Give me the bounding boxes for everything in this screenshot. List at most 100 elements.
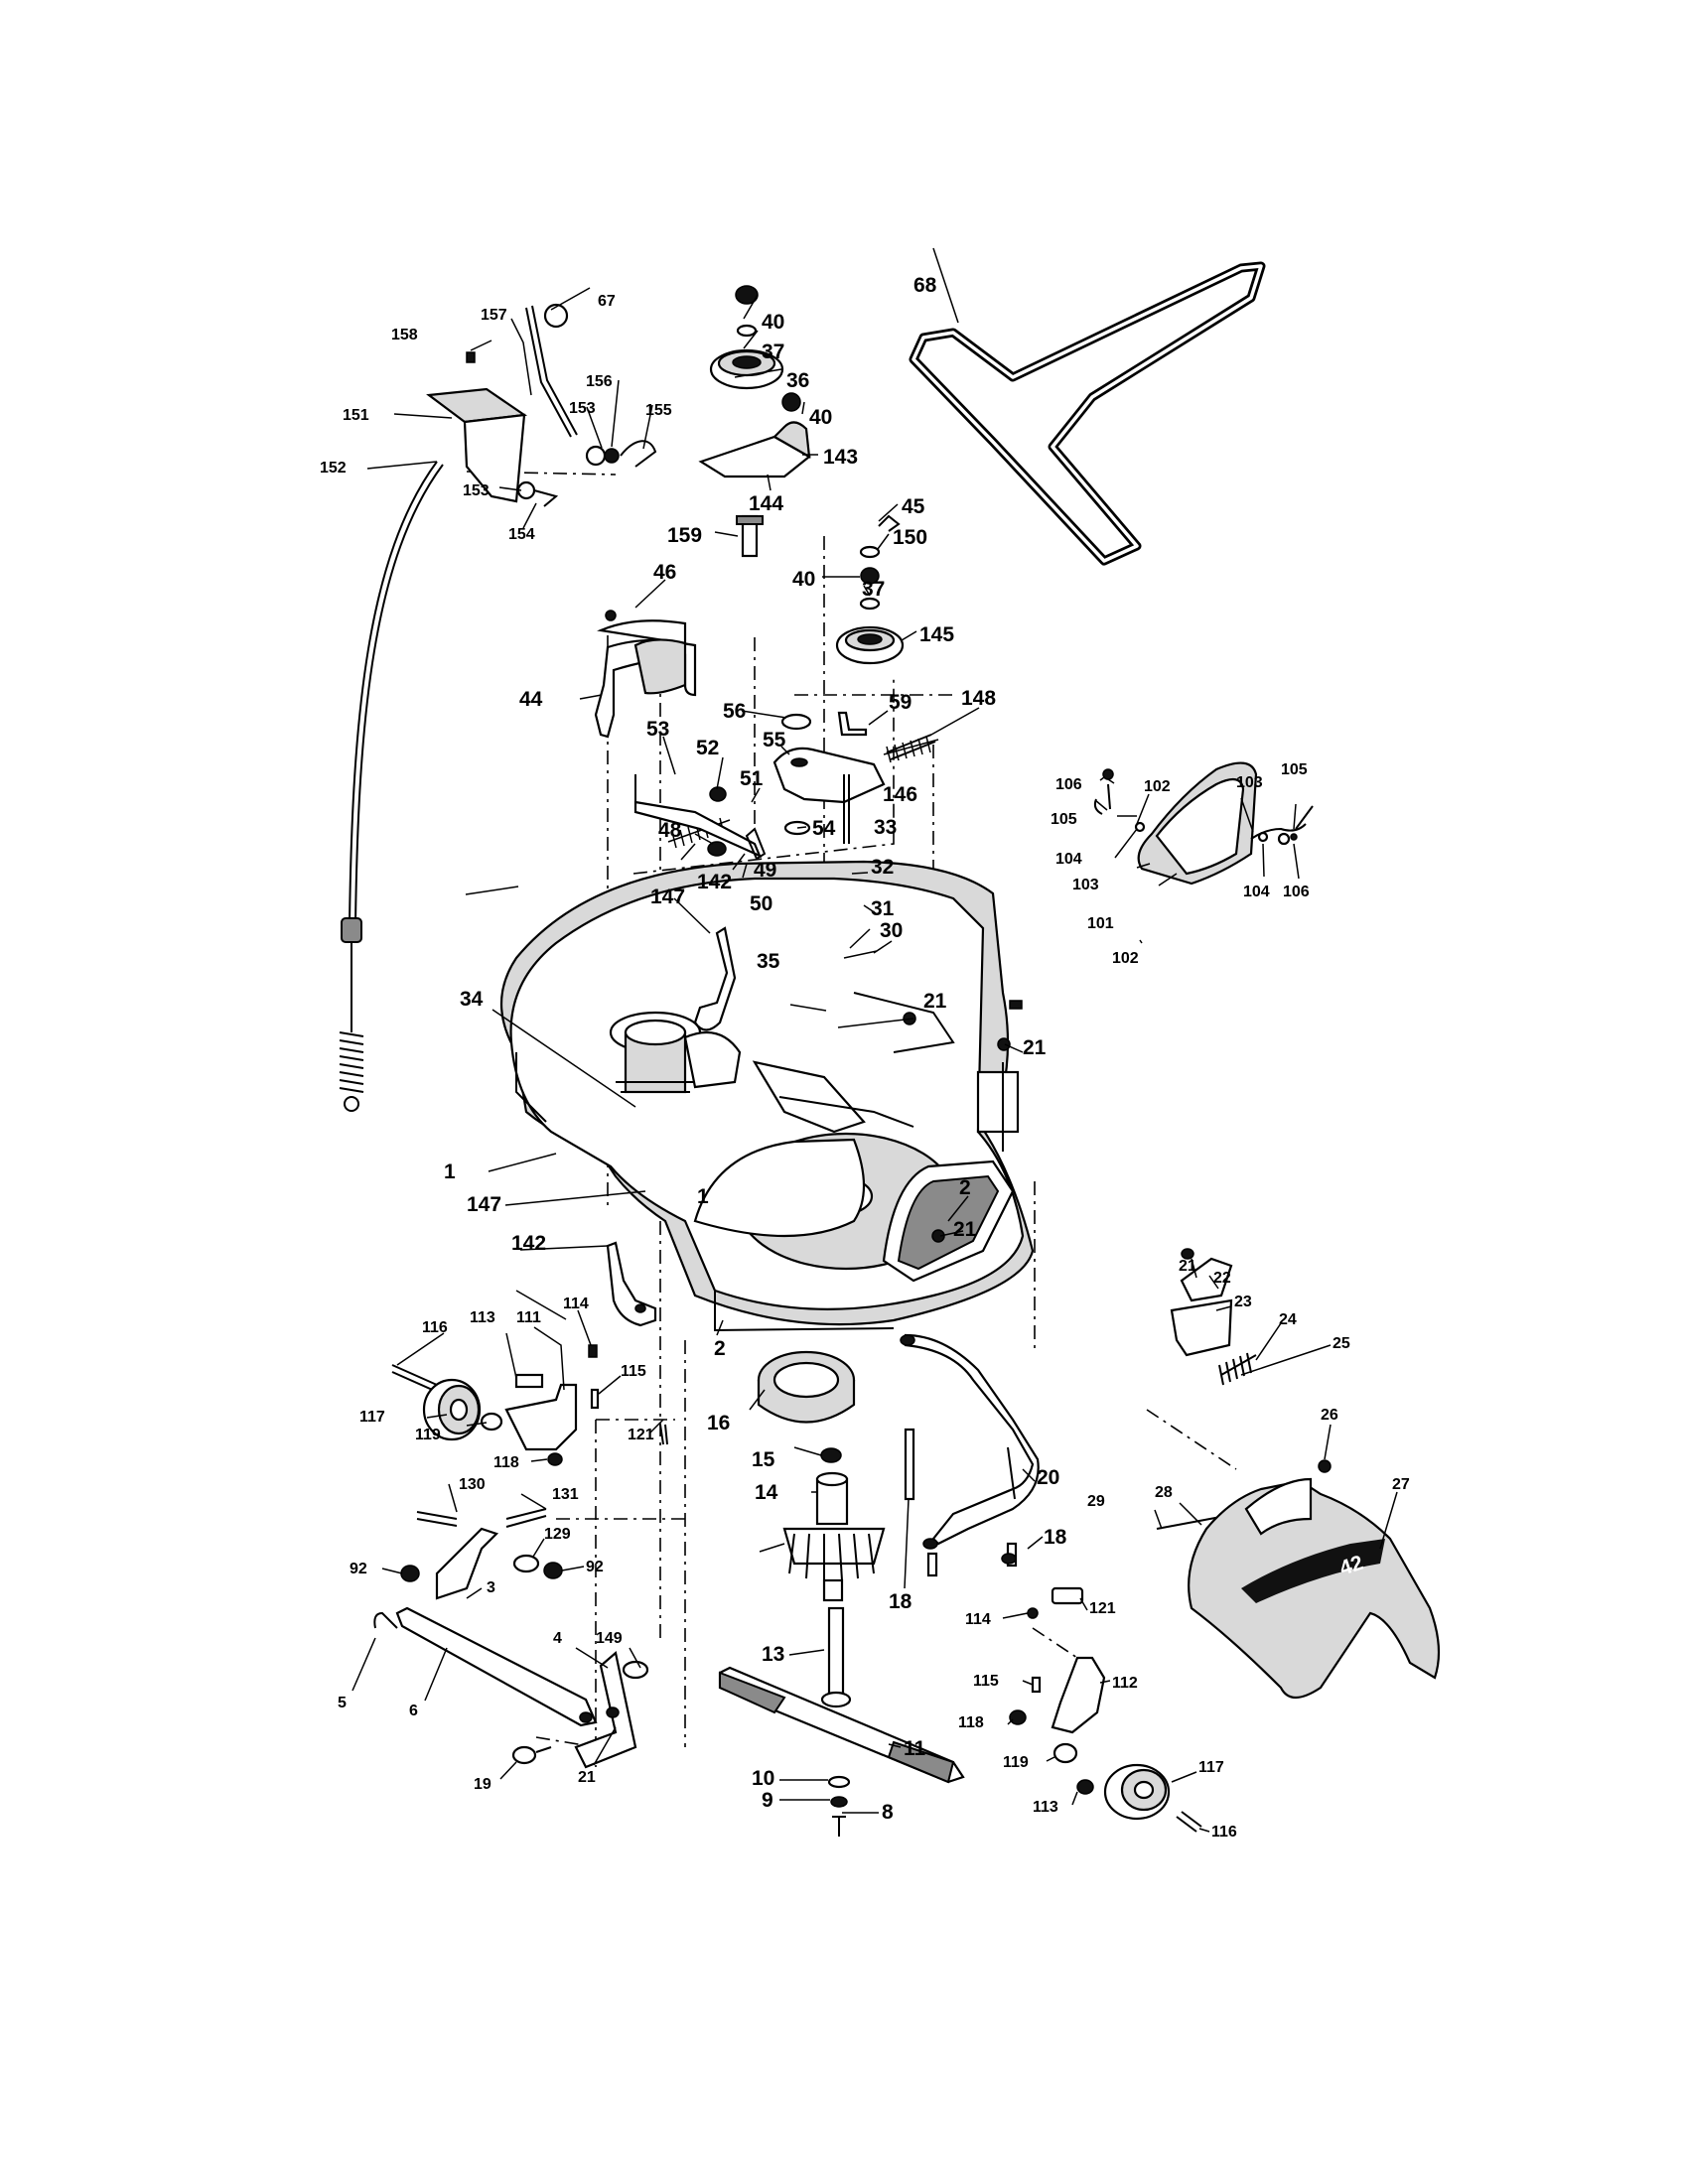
part-label-121-left: 121 (628, 1427, 654, 1443)
part-label-37-top: 37 (762, 341, 784, 363)
part-label-3: 3 (487, 1579, 495, 1596)
part-label-10: 10 (752, 1767, 774, 1790)
height-adjust-bracket (426, 303, 657, 507)
part-label-13: 13 (762, 1643, 784, 1666)
part-label-155: 155 (645, 402, 672, 419)
part-label-129: 129 (544, 1526, 571, 1543)
part-label-106-right: 106 (1283, 884, 1310, 900)
part-label-147-top: 147 (650, 886, 685, 908)
part-label-40-mid: 40 (809, 406, 832, 429)
part-label-34: 34 (460, 988, 484, 1011)
deck-hanger-bracket-left (400, 1508, 563, 1600)
mower-deck-housing (500, 860, 1035, 1332)
part-label-20: 20 (1037, 1466, 1059, 1489)
part-label-23: 23 (1234, 1294, 1252, 1310)
part-label-21-a: 21 (923, 990, 947, 1013)
part-label-45: 45 (902, 495, 925, 518)
part-label-149: 149 (596, 1630, 623, 1647)
part-label-153-bottom: 153 (463, 482, 490, 499)
lower-idler-pulley (835, 514, 905, 665)
part-label-156: 156 (586, 373, 613, 390)
part-label-105-right: 105 (1281, 761, 1308, 778)
part-label-104-right: 104 (1243, 884, 1270, 900)
part-label-56: 56 (723, 700, 746, 723)
part-label-2-right: 2 (959, 1176, 971, 1199)
part-label-130: 130 (459, 1476, 486, 1493)
front-hanger-bracket-lower (606, 1241, 657, 1327)
part-label-68: 68 (913, 274, 937, 297)
part-label-4: 4 (553, 1630, 562, 1647)
part-label-158: 158 (391, 327, 418, 343)
part-label-152: 152 (320, 460, 347, 477)
part-label-14: 14 (755, 1481, 778, 1504)
part-label-159: 159 (667, 524, 702, 547)
part-label-6: 6 (409, 1703, 418, 1719)
part-label-119-left: 119 (415, 1427, 441, 1443)
part-label-118-left: 118 (493, 1454, 519, 1471)
part-label-67: 67 (598, 293, 616, 310)
part-label-116-right: 116 (1211, 1824, 1237, 1841)
part-label-1: 1 (444, 1160, 456, 1183)
part-label-29: 29 (1087, 1493, 1105, 1510)
part-label-115-left: 115 (621, 1363, 646, 1380)
part-label-27: 27 (1392, 1476, 1410, 1493)
part-label-32: 32 (871, 856, 894, 879)
belt-cover (594, 610, 697, 739)
part-label-24: 24 (1279, 1311, 1297, 1328)
control-cable (339, 461, 444, 1112)
part-label-146: 146 (883, 783, 917, 806)
part-label-21-e: 21 (1179, 1258, 1196, 1275)
part-label-113-left: 113 (470, 1309, 495, 1326)
bolts-18 (904, 1428, 1018, 1577)
part-label-153-top: 153 (569, 400, 596, 417)
right-gauge-wheel-assembly (1009, 1586, 1202, 1833)
part-label-19: 19 (474, 1776, 491, 1793)
front-hanger-bracket-upper (693, 926, 737, 1031)
part-label-55: 55 (763, 729, 786, 751)
part-label-112: 112 (1112, 1675, 1138, 1692)
part-label-157: 157 (481, 307, 507, 324)
part-label-142-top: 142 (697, 871, 732, 893)
front-link-rod (373, 1606, 598, 1727)
part-label-103-right: 103 (1236, 774, 1263, 791)
part-label-1-inner: 1 (697, 1185, 709, 1208)
part-label-106-left: 106 (1055, 776, 1082, 793)
part-label-102-bottom: 102 (1112, 950, 1139, 967)
discharge-deflector (1093, 761, 1314, 886)
part-label-150: 150 (893, 526, 927, 549)
front-bracket-4 (574, 1650, 649, 1769)
part-label-9: 9 (762, 1789, 773, 1812)
part-label-115-right: 115 (973, 1673, 999, 1690)
part-label-48: 48 (658, 819, 682, 842)
part-label-111: 111 (516, 1309, 541, 1326)
part-label-18-right: 18 (1044, 1526, 1067, 1549)
flange-nuts (903, 1000, 1023, 1243)
part-label-25: 25 (1333, 1335, 1350, 1352)
part-label-114-left: 114 (563, 1296, 589, 1312)
part-label-30: 30 (880, 919, 903, 942)
part-label-116-left: 116 (422, 1319, 448, 1336)
part-label-103-left: 103 (1072, 877, 1099, 893)
mulch-cover-assembly: 42 (1156, 1248, 1441, 1700)
belt-guide-arm (633, 774, 767, 885)
drive-belt (909, 261, 1266, 566)
part-label-2-bottom: 2 (714, 1337, 726, 1360)
part-label-144: 144 (749, 492, 783, 515)
spindle-assembly (757, 1350, 886, 1602)
part-label-16: 16 (707, 1412, 730, 1434)
part-label-52: 52 (696, 737, 719, 759)
part-label-36: 36 (786, 369, 809, 392)
part-label-22: 22 (1213, 1270, 1231, 1287)
part-label-51: 51 (740, 767, 764, 790)
part-label-26: 26 (1321, 1407, 1338, 1424)
part-label-147-bottom: 147 (467, 1193, 501, 1216)
part-number-labels: 67 157 158 151 152 156 153 155 153 154 4… (320, 274, 1410, 1841)
part-label-117-left: 117 (359, 1409, 385, 1426)
part-label-15: 15 (752, 1448, 775, 1471)
lift-arm (900, 1333, 1040, 1546)
part-label-11: 11 (904, 1737, 926, 1760)
shoulder-bolt-19 (511, 1745, 552, 1765)
part-label-35: 35 (757, 950, 780, 973)
part-label-145: 145 (919, 623, 954, 646)
